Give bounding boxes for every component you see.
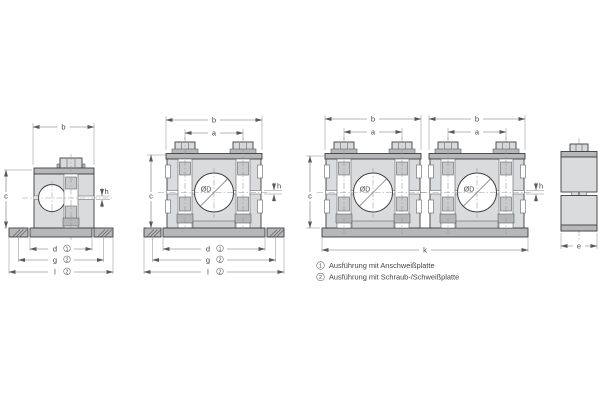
- dim-label-diameter: ØD: [360, 187, 371, 194]
- variant-2-number: 2: [219, 257, 222, 263]
- dim-label-c: c: [308, 192, 312, 201]
- dim-label-a: a: [475, 128, 480, 137]
- dim-label-l: l: [207, 268, 209, 277]
- dim-label-k: k: [423, 246, 427, 255]
- base-plate: [29, 227, 93, 238]
- dim-c: c: [306, 155, 324, 229]
- view-front-double: ØD ØD b b a a: [306, 114, 544, 255]
- dim-b: b: [32, 122, 95, 165]
- dim-label-b: b: [212, 116, 216, 125]
- dim-label-b: b: [371, 115, 375, 124]
- dim-label-d: d: [53, 245, 57, 254]
- dim-label-g: g: [206, 256, 210, 265]
- dim-label-h: h: [539, 182, 543, 191]
- dim-a: a: [447, 127, 507, 140]
- dim-c: c: [4, 169, 32, 229]
- dim-label-diameter: ØD: [464, 187, 475, 194]
- legend-text-2: Ausführung mit Schraub-/Schweißplatte: [329, 273, 459, 282]
- legend: 1 Ausführung mit Anschweißplatte 2 Ausfü…: [316, 261, 459, 282]
- dim-b: b: [165, 115, 263, 150]
- dim-label-h: h: [105, 187, 109, 196]
- bolt-head: [569, 143, 589, 152]
- variant-2-number: 2: [66, 257, 69, 263]
- dim-b: b: [428, 114, 526, 150]
- dim-l: l 2: [143, 238, 285, 277]
- variant-2-marker: [316, 272, 325, 282]
- variant-2-number: 2: [66, 269, 69, 275]
- variant-1-marker: [63, 244, 71, 252]
- dim-g: g 2: [152, 238, 276, 265]
- variant-1-number: 1: [319, 264, 322, 270]
- legend-item-1: 1 Ausführung mit Anschweißplatte: [316, 261, 435, 270]
- variant-1-number: 1: [219, 246, 222, 252]
- legend-item-2: 2 Ausführung mit Schraub-/Schweißplatte: [316, 272, 459, 282]
- weld-flange: [143, 227, 162, 238]
- dim-d: d 1: [29, 238, 93, 254]
- dim-label-c: c: [149, 192, 153, 201]
- variant-1-number: 1: [66, 246, 69, 252]
- base-plate: [560, 224, 598, 232]
- weld-flange: [8, 227, 29, 238]
- dim-label-e: e: [577, 242, 581, 251]
- dim-e: e: [560, 233, 598, 251]
- dim-c: c: [147, 154, 165, 229]
- dim-label-d: d: [206, 245, 210, 254]
- dim-label-h: h: [277, 182, 281, 191]
- dim-b: b: [324, 114, 422, 150]
- variant-2-number: 2: [319, 275, 322, 281]
- base-plate: [162, 227, 266, 238]
- dim-h: h: [526, 182, 544, 202]
- cover-plate: [33, 167, 95, 175]
- view-front-single: ØD b a: [143, 115, 285, 277]
- legend-text-1: Ausführung mit Anschweißplatte: [329, 261, 435, 270]
- variant-1-marker: [316, 261, 325, 270]
- view-side-stacked: e: [560, 138, 598, 251]
- dim-a: a: [184, 128, 244, 140]
- dim-a: a: [343, 127, 403, 140]
- dim-k: k: [321, 238, 529, 255]
- cover-plate: [560, 151, 598, 158]
- mounting-rail: [321, 227, 529, 238]
- dim-g: g 2: [18, 238, 104, 265]
- hole-hatch: [146, 229, 285, 237]
- view-side-single: b c h d 1: [4, 122, 114, 277]
- variant-2-marker: [63, 255, 71, 263]
- dim-label-l: l: [54, 268, 56, 277]
- variant-2-number: 2: [219, 269, 222, 275]
- weld-flange: [93, 227, 114, 238]
- variant-2-marker: [216, 267, 224, 275]
- dim-h: h: [96, 187, 110, 208]
- split-nub: [571, 191, 579, 196]
- variant-2-marker: [63, 267, 71, 275]
- hole-hatch: [12, 229, 113, 237]
- dim-label-b: b: [475, 115, 479, 124]
- dim-l: l 2: [8, 238, 114, 277]
- upper-clamp-half: [560, 156, 598, 193]
- dim-label-g: g: [53, 256, 57, 265]
- dim-label-b: b: [61, 123, 65, 132]
- dim-label-c: c: [4, 192, 8, 201]
- dim-label-a: a: [212, 129, 217, 138]
- dim-d: d 1: [162, 238, 266, 254]
- variant-2-marker: [216, 255, 224, 263]
- variant-1-marker: [216, 244, 224, 252]
- split-nub: [579, 191, 587, 196]
- dim-h: h: [264, 182, 282, 202]
- dim-label-diameter: ØD: [201, 187, 212, 194]
- weld-flange: [266, 227, 285, 238]
- dim-label-a: a: [371, 128, 376, 137]
